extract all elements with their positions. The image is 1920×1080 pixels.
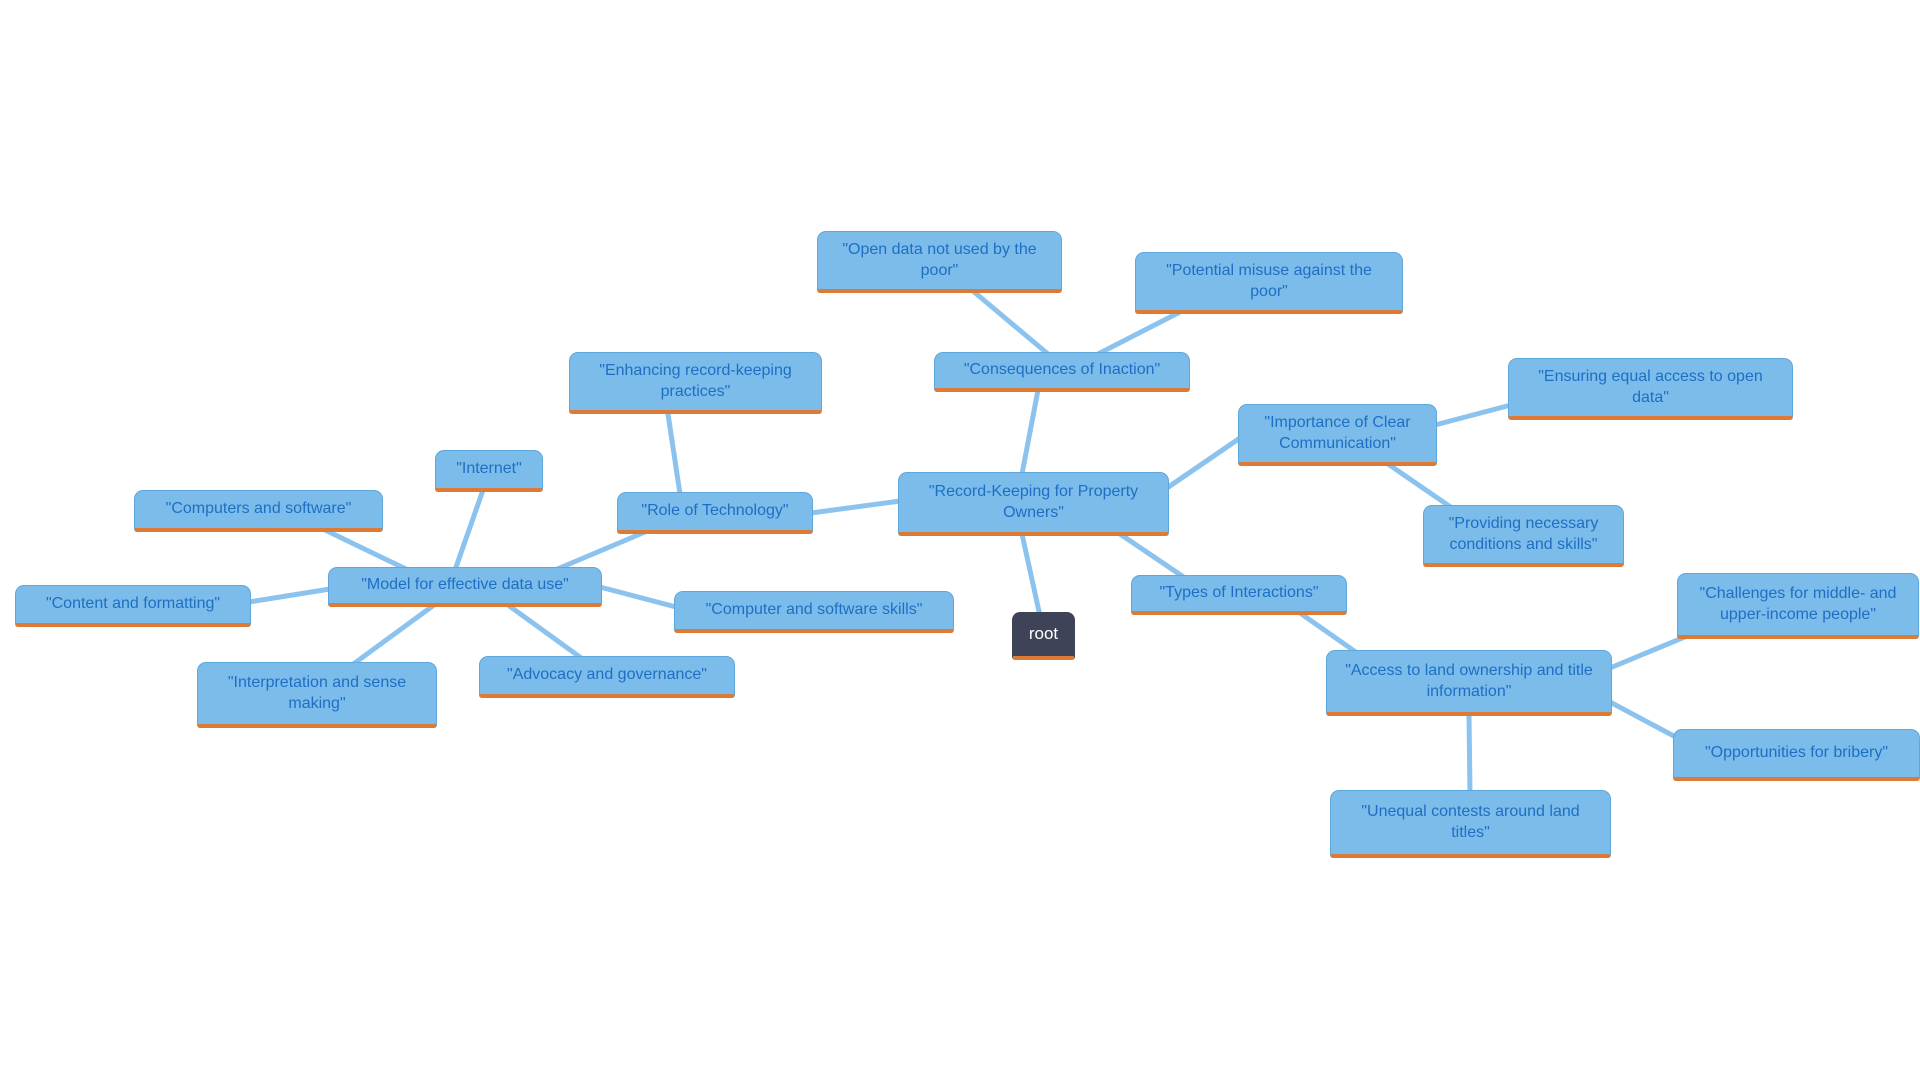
edge-record-keeping-types [1117, 531, 1191, 583]
edge-model-skills [597, 584, 679, 610]
edge-access-bribery [1607, 699, 1688, 745]
edge-computers-model [322, 527, 411, 573]
edge-importance-providing [1385, 461, 1458, 513]
edge-model-interpretation [349, 602, 437, 668]
node-interpretation[interactable]: "Interpretation and sense making" [197, 662, 437, 728]
node-computers[interactable]: "Computers and software" [134, 490, 383, 532]
node-types[interactable]: "Types of Interactions" [1131, 575, 1347, 615]
node-advocacy[interactable]: "Advocacy and governance" [479, 656, 735, 698]
node-role-technology[interactable]: "Role of Technology" [617, 492, 813, 534]
edge-access-unequal [1466, 711, 1473, 797]
node-ensuring[interactable]: "Ensuring equal access to open data" [1508, 358, 1793, 420]
edge-record-keeping-importance [1164, 435, 1243, 491]
edge-root-record-keeping [1019, 531, 1043, 619]
edge-open-data-consequences [970, 288, 1051, 357]
node-skills[interactable]: "Computer and software skills" [674, 591, 954, 633]
edge-types-access [1297, 610, 1363, 658]
edge-content-model [246, 586, 333, 605]
edge-role-technology-model [552, 529, 648, 573]
edge-enhancing-role-technology [665, 411, 683, 497]
edge-access-challenges [1607, 631, 1695, 671]
node-bribery[interactable]: "Opportunities for bribery" [1673, 729, 1920, 781]
edge-model-advocacy [505, 602, 587, 663]
node-record-keeping[interactable]: "Record-Keeping for Property Owners" [898, 472, 1169, 536]
edge-internet-model [452, 487, 486, 573]
node-content[interactable]: "Content and formatting" [15, 585, 251, 627]
node-internet[interactable]: "Internet" [435, 450, 543, 492]
node-unequal[interactable]: "Unequal contests around land titles" [1330, 790, 1611, 858]
edge-consequences-record-keeping [1019, 387, 1041, 477]
node-potential-misuse[interactable]: "Potential misuse against the poor" [1135, 252, 1403, 314]
node-model[interactable]: "Model for effective data use" [328, 567, 602, 607]
edge-potential-misuse-consequences [1095, 309, 1183, 357]
node-importance[interactable]: "Importance of Clear Communication" [1238, 404, 1437, 466]
node-root[interactable]: root [1012, 612, 1075, 660]
edge-role-technology-record-keeping [808, 498, 903, 516]
node-open-data[interactable]: "Open data not used by the poor" [817, 231, 1062, 293]
node-access[interactable]: "Access to land ownership and title info… [1326, 650, 1612, 716]
node-challenges[interactable]: "Challenges for middle- and upper-income… [1677, 573, 1919, 639]
node-enhancing[interactable]: "Enhancing record-keeping practices" [569, 352, 822, 414]
node-providing[interactable]: "Providing necessary conditions and skil… [1423, 505, 1624, 567]
node-consequences[interactable]: "Consequences of Inaction" [934, 352, 1190, 392]
